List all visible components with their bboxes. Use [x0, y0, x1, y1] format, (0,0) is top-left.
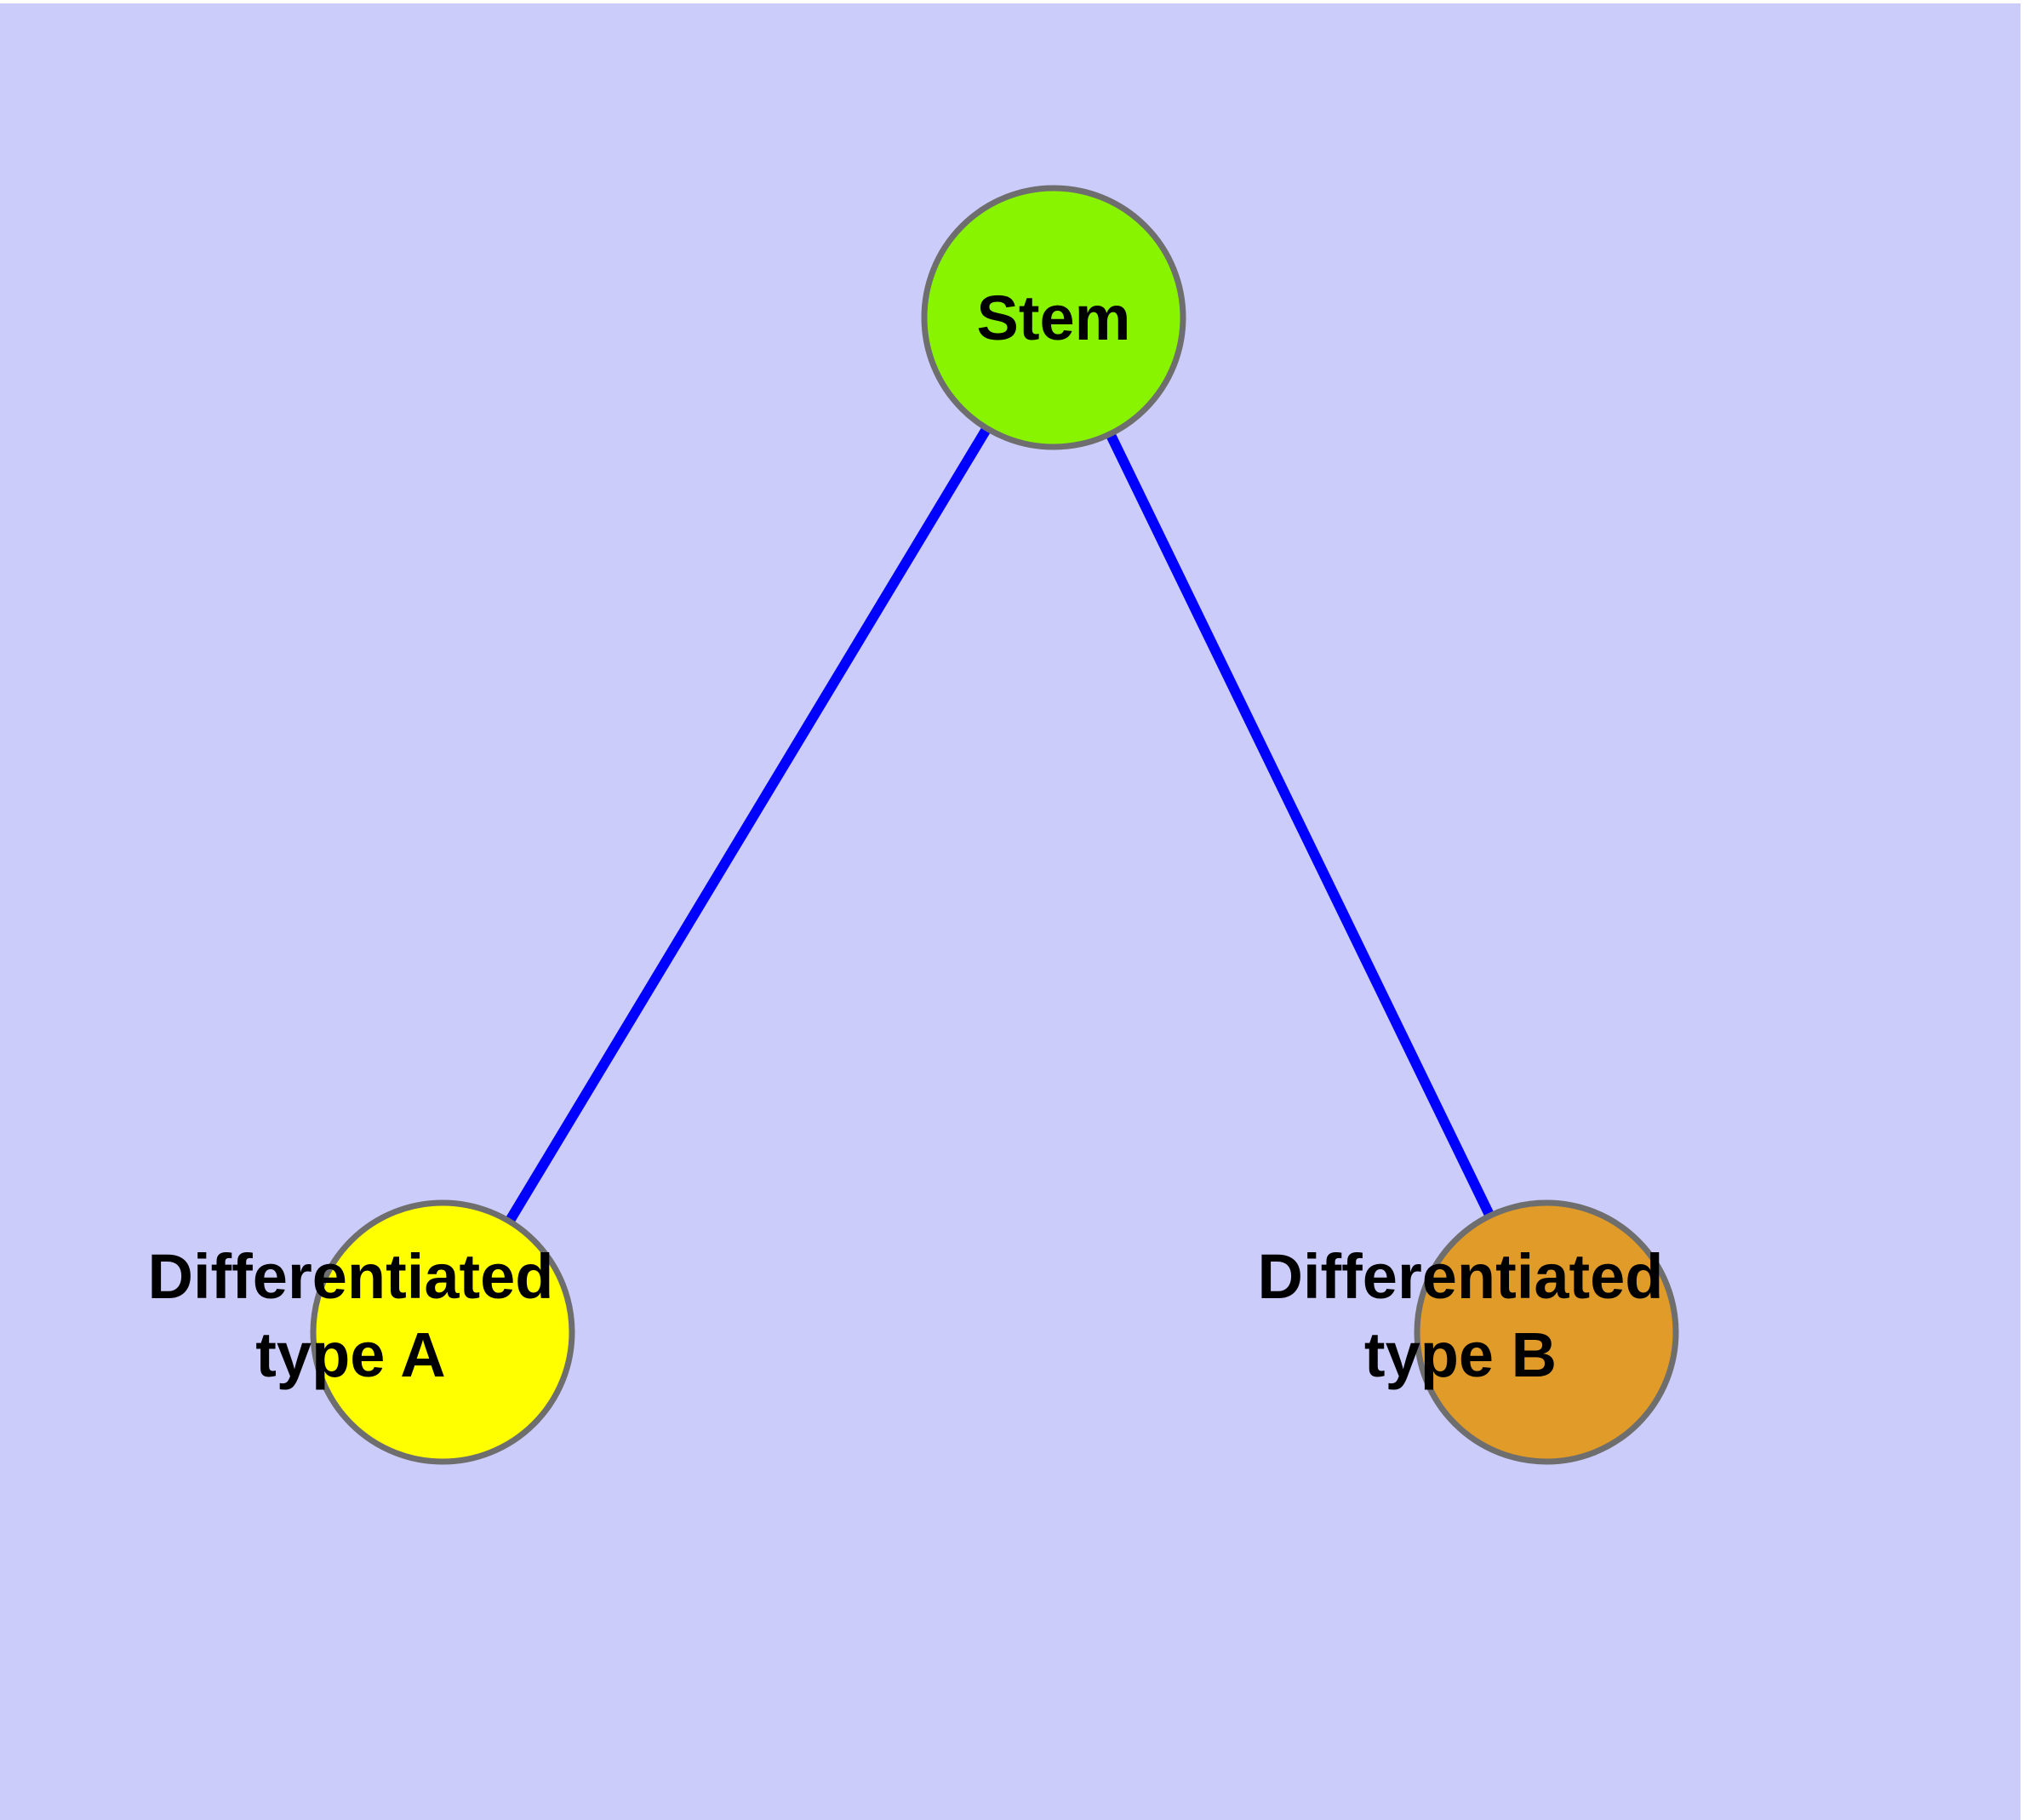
node-circle-diff_a[interactable]	[310, 1199, 575, 1465]
node-label-line: Differentiated	[148, 1241, 554, 1312]
node-circle-stem[interactable]	[921, 185, 1186, 450]
edge-layer	[504, 424, 1495, 1226]
graph-edge-stem-to-b[interactable]	[1105, 430, 1495, 1220]
graph-edge-stem-to-a[interactable]	[504, 424, 992, 1226]
node-circle-diff_b[interactable]	[1414, 1199, 1679, 1465]
node-label-line: type A	[255, 1319, 445, 1389]
node-label-line: Differentiated	[1258, 1241, 1664, 1312]
node-label-line: type B	[1364, 1319, 1557, 1389]
node-label-stem: Stem	[977, 283, 1131, 353]
graph-node-stem[interactable]: Stem	[921, 185, 1186, 450]
node-label-line: Stem	[977, 283, 1131, 353]
